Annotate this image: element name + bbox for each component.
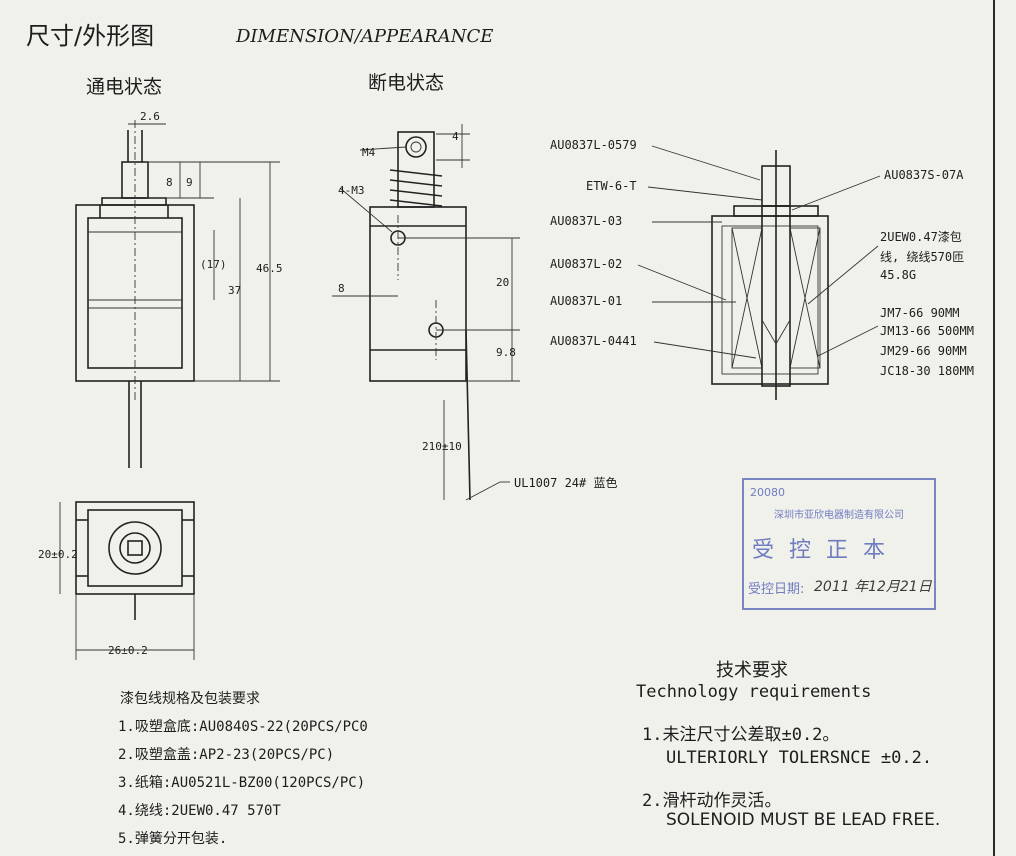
coil-spec-line: 45.8G bbox=[880, 268, 917, 282]
dim-20-0-2: 20±0.2 bbox=[38, 548, 78, 561]
deenergized-view-label: 断电状态 bbox=[368, 72, 445, 94]
requirement-2-cn: 2.滑杆动作灵活。 bbox=[642, 791, 782, 811]
dim-210: 210±10 bbox=[422, 440, 462, 453]
part-callout: AU0837L-0441 bbox=[550, 334, 637, 348]
stamp-company: 深圳市亚欣电器制造有限公司 bbox=[774, 510, 904, 521]
dim-m4: M4 bbox=[362, 146, 376, 159]
title-cn: 尺寸/外形图 bbox=[26, 22, 155, 50]
part-callout: AU0837L-02 bbox=[550, 257, 623, 271]
wire-label: UL1007 24# 蓝色 bbox=[514, 476, 618, 490]
packing-item: 2.吸塑盒盖:AP2-23(20PCS/PC) bbox=[118, 747, 335, 763]
dim-8: 8 bbox=[166, 176, 173, 189]
dim-8b: 8 bbox=[338, 282, 345, 295]
stamp-date-value: 2011 年12月21日 bbox=[814, 579, 932, 595]
deenergized-side-view bbox=[332, 124, 520, 501]
dim-9-8: 9.8 bbox=[496, 346, 516, 359]
energized-front-view bbox=[75, 120, 280, 468]
page-border bbox=[993, 0, 995, 856]
dim-20: 20 bbox=[496, 276, 510, 289]
energized-top-view bbox=[59, 501, 195, 660]
requirements-title-en: Technology requirements bbox=[636, 682, 872, 702]
coil-spec-line: 2UEW0.47漆包 bbox=[880, 230, 962, 244]
stamp-date-label: 受控日期: bbox=[748, 582, 805, 597]
cross-section-view bbox=[637, 145, 881, 400]
title-en: DIMENSION/APPEARANCE bbox=[236, 26, 494, 47]
dim-9: 9 bbox=[186, 176, 193, 189]
part-callout: AU0837L-03 bbox=[550, 214, 623, 228]
packing-title: 漆包线规格及包装要求 bbox=[120, 691, 260, 707]
spring-spec-line: JM13-66 500MM bbox=[880, 324, 974, 338]
part-callout: ETW-6-T bbox=[586, 179, 637, 193]
requirement-2-en: SOLENOID MUST BE LEAD FREE. bbox=[666, 810, 941, 830]
requirement-1-cn: 1.未注尺寸公差取±0.2。 bbox=[642, 725, 840, 745]
stamp-main: 受 控 正 本 bbox=[752, 538, 889, 563]
dim-46-5: 46.5 bbox=[256, 262, 283, 275]
dim-37: 37 bbox=[228, 284, 242, 297]
packing-item: 1.吸塑盒底:AU0840S-22(20PCS/PC0 bbox=[118, 719, 368, 735]
packing-item: 3.纸箱:AU0521L-BZ00(120PCS/PC) bbox=[118, 775, 366, 791]
spring-spec-line: JM29-66 90MM bbox=[880, 344, 967, 358]
dim-26-0-2: 26±0.2 bbox=[108, 644, 148, 657]
energized-view-label: 通电状态 bbox=[86, 76, 163, 98]
spring-spec-line: JM7-66 90MM bbox=[880, 306, 960, 320]
dim-17: (17) bbox=[200, 258, 227, 271]
spring-spec-line: JC18-30 180MM bbox=[880, 364, 974, 378]
requirements-title-cn: 技术要求 bbox=[716, 660, 788, 681]
stamp-code: 20080 bbox=[750, 486, 785, 499]
part-callout: AU0837S-07A bbox=[884, 168, 964, 182]
packing-item: 4.绕线:2UEW0.47 570T bbox=[118, 803, 281, 819]
dim-4: 4 bbox=[452, 130, 459, 143]
dim-2-6: 2.6 bbox=[140, 110, 160, 123]
part-callout: AU0837L-01 bbox=[550, 294, 623, 308]
part-callout: AU0837L-0579 bbox=[550, 138, 637, 152]
requirement-1-en: ULTERIORLY TOLERSNCE ±0.2. bbox=[666, 748, 933, 768]
controlled-copy-stamp: 20080 深圳市亚欣电器制造有限公司 受 控 正 本 受控日期: 2011 年… bbox=[742, 478, 936, 610]
coil-spec-line: 线, 绕线570匝 bbox=[880, 250, 965, 264]
dim-4-m3: 4-M3 bbox=[338, 184, 365, 197]
packing-item: 5.弹簧分开包装. bbox=[118, 831, 228, 847]
